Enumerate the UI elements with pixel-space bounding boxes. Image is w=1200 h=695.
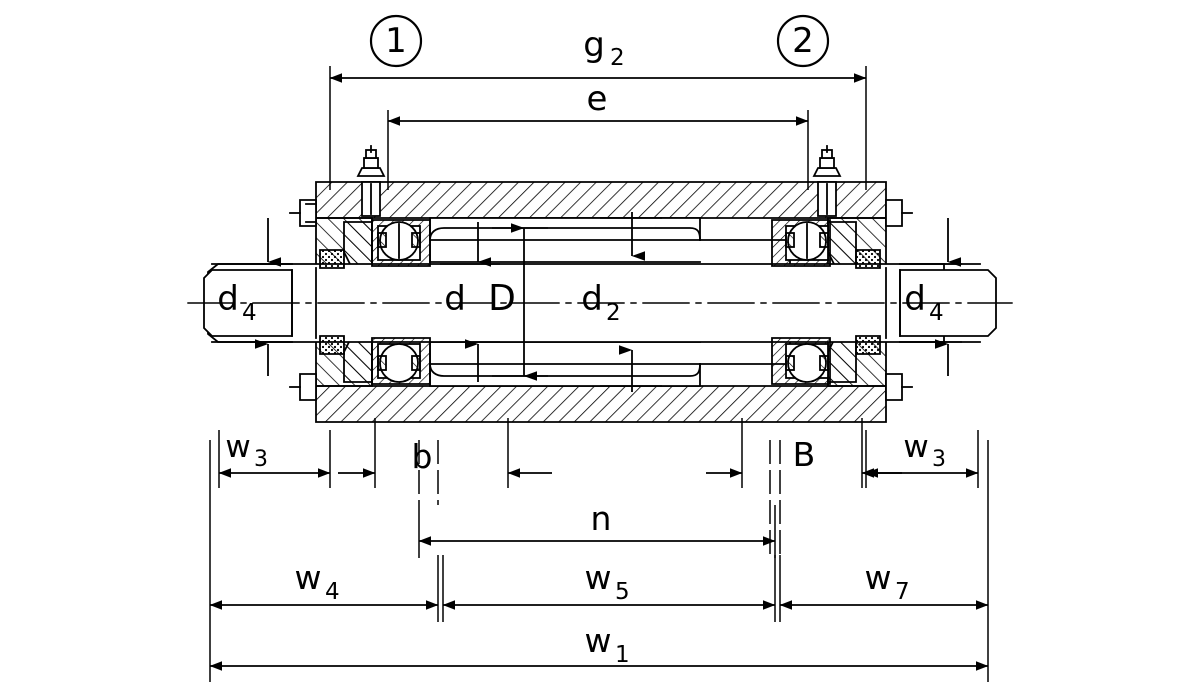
dim-label-B: B (793, 435, 816, 474)
dim-label-w7: w 7 (865, 558, 910, 605)
dim-label-d4-left-base: d (217, 279, 239, 319)
grease-nipple-right (812, 145, 842, 217)
dim-label-d4-right-sub: 4 (929, 300, 944, 326)
dim-label-e: e (587, 79, 608, 119)
dim-label-d4-right: d 4 (904, 279, 943, 326)
dim-label-d: d (444, 279, 466, 319)
dim-label-w4: w 4 (295, 558, 340, 605)
dim-label-w3-right: w 3 (903, 429, 946, 472)
callout-1-circle (369, 14, 423, 68)
dim-label-w1-sub: 1 (615, 642, 630, 668)
seal-set (319, 249, 881, 355)
dim-label-w7-sub: 7 (895, 579, 910, 605)
dim-label-w3-left: w 3 (225, 429, 268, 472)
dim-label-w3-right-base: w (903, 429, 928, 465)
dimension-labels: g 2 e d 4 d 4 d D d 2 w 3 b (217, 25, 946, 668)
dim-label-w1: w 1 (585, 621, 630, 668)
grease-nipple-left (356, 145, 386, 217)
dim-label-w4-base: w (295, 558, 322, 597)
dim-label-w5-base: w (585, 558, 612, 597)
dimension-arrows (209, 73, 989, 671)
callout-2-label: 2 (792, 21, 814, 61)
extension-lines (209, 66, 989, 682)
callout-1-label: 1 (385, 21, 407, 61)
dim-label-n: n (591, 499, 612, 538)
dim-label-d4-left-sub: 4 (242, 300, 257, 326)
dim-label-d2-base: d (581, 279, 603, 319)
dim-label-d4-left: d 4 (217, 279, 256, 326)
dim-label-w5-sub: 5 (615, 579, 630, 605)
bolt-set (289, 199, 913, 401)
dim-label-d4-right-base: d (904, 279, 926, 319)
dim-label-g2-base: g (583, 25, 605, 65)
dim-label-w5: w 5 (585, 558, 630, 605)
dim-label-D: D (488, 278, 516, 319)
dim-label-w7-base: w (865, 558, 892, 597)
dim-label-g2: g 2 (583, 25, 624, 71)
dim-label-w3-left-sub: 3 (254, 447, 268, 472)
dim-label-d2: d 2 (581, 279, 620, 326)
callout-balloons: 1 2 (369, 14, 830, 68)
dim-label-w3-right-sub: 3 (932, 447, 946, 472)
dim-label-g2-sub: 2 (610, 45, 625, 71)
dim-label-w3-left-base: w (225, 429, 250, 465)
dim-label-d2-sub: 2 (606, 300, 621, 326)
dim-label-b: b (412, 437, 433, 476)
dim-label-w1-base: w (585, 621, 612, 660)
bearing-set (371, 219, 831, 385)
dim-label-w4-sub: 4 (325, 579, 340, 605)
callout-2-circle (776, 14, 830, 68)
